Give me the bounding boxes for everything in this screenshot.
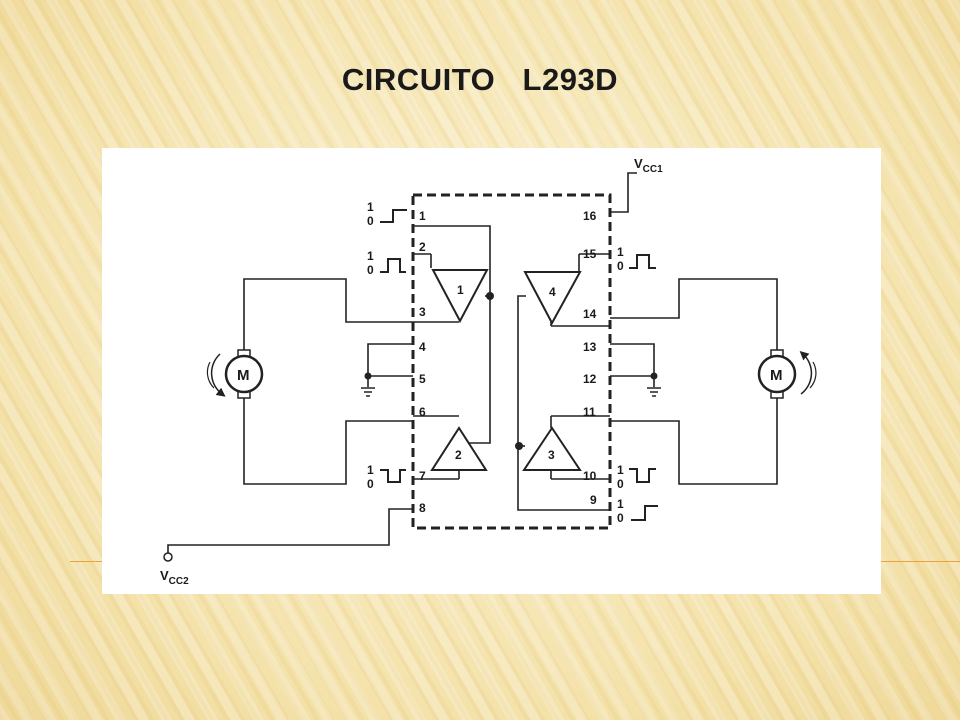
ground-icon: [647, 387, 661, 397]
pin-4-label: 4: [419, 340, 426, 354]
pin-9-label: 9: [590, 493, 597, 507]
junction-dot: [486, 292, 494, 300]
motor-right: M: [757, 349, 817, 399]
driver-1-label: 1: [457, 283, 464, 297]
driver-triangles: [430, 269, 582, 471]
pin-7-label: 7: [419, 469, 426, 483]
svg-text:M: M: [237, 367, 250, 384]
driver-2-label: 2: [455, 448, 462, 462]
pin-2-label: 2: [419, 240, 426, 254]
svg-text:M: M: [770, 367, 783, 384]
svg-text:1: 1: [617, 463, 624, 477]
pin-3-label: 3: [419, 305, 426, 319]
pin-10-label: 10: [583, 469, 597, 483]
rotation-arrow-icon: [809, 361, 817, 389]
driver-3-triangle: [522, 426, 582, 471]
pin-11-label: 11: [583, 405, 596, 419]
svg-text:1: 1: [367, 200, 374, 214]
external-wiring: [167, 172, 778, 553]
pin-12-label: 12: [583, 372, 597, 386]
rotation-arrow-icon: [799, 350, 813, 395]
pin-8-label: 8: [419, 501, 426, 515]
slide-title: CIRCUITO L293D: [341, 62, 619, 97]
motor-left: M: [206, 349, 264, 399]
logic-level-labels: 1 0 1 0 1 0 1 0 1 0 1 0: [367, 200, 624, 525]
pin-6-label: 6: [419, 405, 426, 419]
rotation-arrow-icon: [206, 361, 215, 389]
svg-text:1: 1: [617, 245, 624, 259]
pin-15-label: 15: [583, 247, 597, 261]
driver-2-triangle: [430, 426, 488, 471]
vcc2-label: VCC2: [160, 568, 189, 587]
svg-text:1: 1: [617, 497, 624, 511]
ground-icon: [361, 387, 375, 397]
pin-1-label: 1: [419, 209, 426, 223]
svg-text:0: 0: [367, 477, 374, 491]
pin-13-label: 13: [583, 340, 597, 354]
svg-text:0: 0: [617, 259, 624, 273]
vcc2-terminal-icon: [163, 552, 173, 562]
rotation-arrow-icon: [210, 353, 226, 397]
svg-text:0: 0: [617, 511, 624, 525]
driver-4-label: 4: [549, 285, 556, 299]
logic-waveforms: [380, 209, 658, 521]
svg-text:0: 0: [617, 477, 624, 491]
pin-14-label: 14: [583, 307, 597, 321]
vcc1-label: VCC1: [634, 156, 663, 175]
pin-16-label: 16: [583, 209, 597, 223]
pin-5-label: 5: [419, 372, 426, 386]
ic-package: [411, 193, 612, 530]
svg-text:1: 1: [367, 463, 374, 477]
svg-text:1: 1: [367, 249, 374, 263]
circuit-diagram: 1 4 2 3 1 2 3 4 5 6 7 8 9 10 11 12 13 14…: [102, 148, 881, 594]
svg-text:0: 0: [367, 263, 374, 277]
driver-3-label: 3: [548, 448, 555, 462]
svg-text:0: 0: [367, 214, 374, 228]
junction-dot: [515, 442, 523, 450]
driver-1-triangle: [431, 269, 489, 324]
driver-4-triangle: [523, 271, 582, 326]
